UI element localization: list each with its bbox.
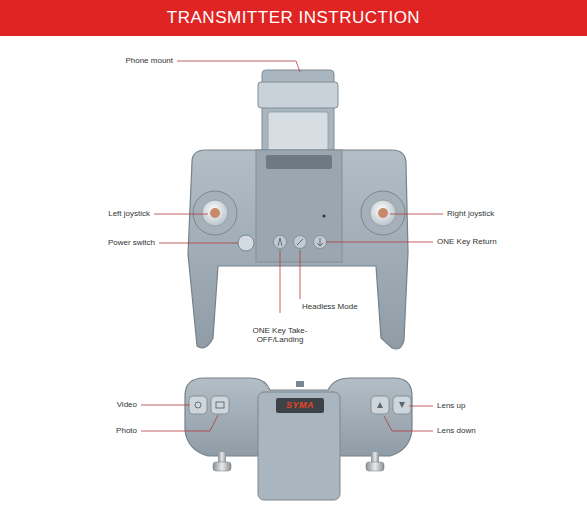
title-bar [0,0,587,36]
logo-text: SYMA [286,400,314,410]
part-label: Video [117,400,137,409]
phone-mount [258,70,338,162]
title-text: TRANSMITTER INSTRUCTION [0,0,587,36]
part-label: Photo [116,426,137,435]
part-label: ONE Key Take-OFF/Landing [244,326,316,344]
part-label: Right joystick [447,209,494,218]
part-label: Power switch [108,238,155,247]
leader-lines [141,61,443,431]
part-label: Headless Mode [302,302,358,311]
transmitter-body [188,150,408,349]
part-label: Left joystick [108,209,150,218]
transmitter-bottom-view [185,378,412,500]
part-label: ONE Key Return [437,237,497,246]
part-label: Phone mount [125,56,173,65]
part-label: Lens down [437,426,476,435]
part-label: Lens up [437,401,465,410]
